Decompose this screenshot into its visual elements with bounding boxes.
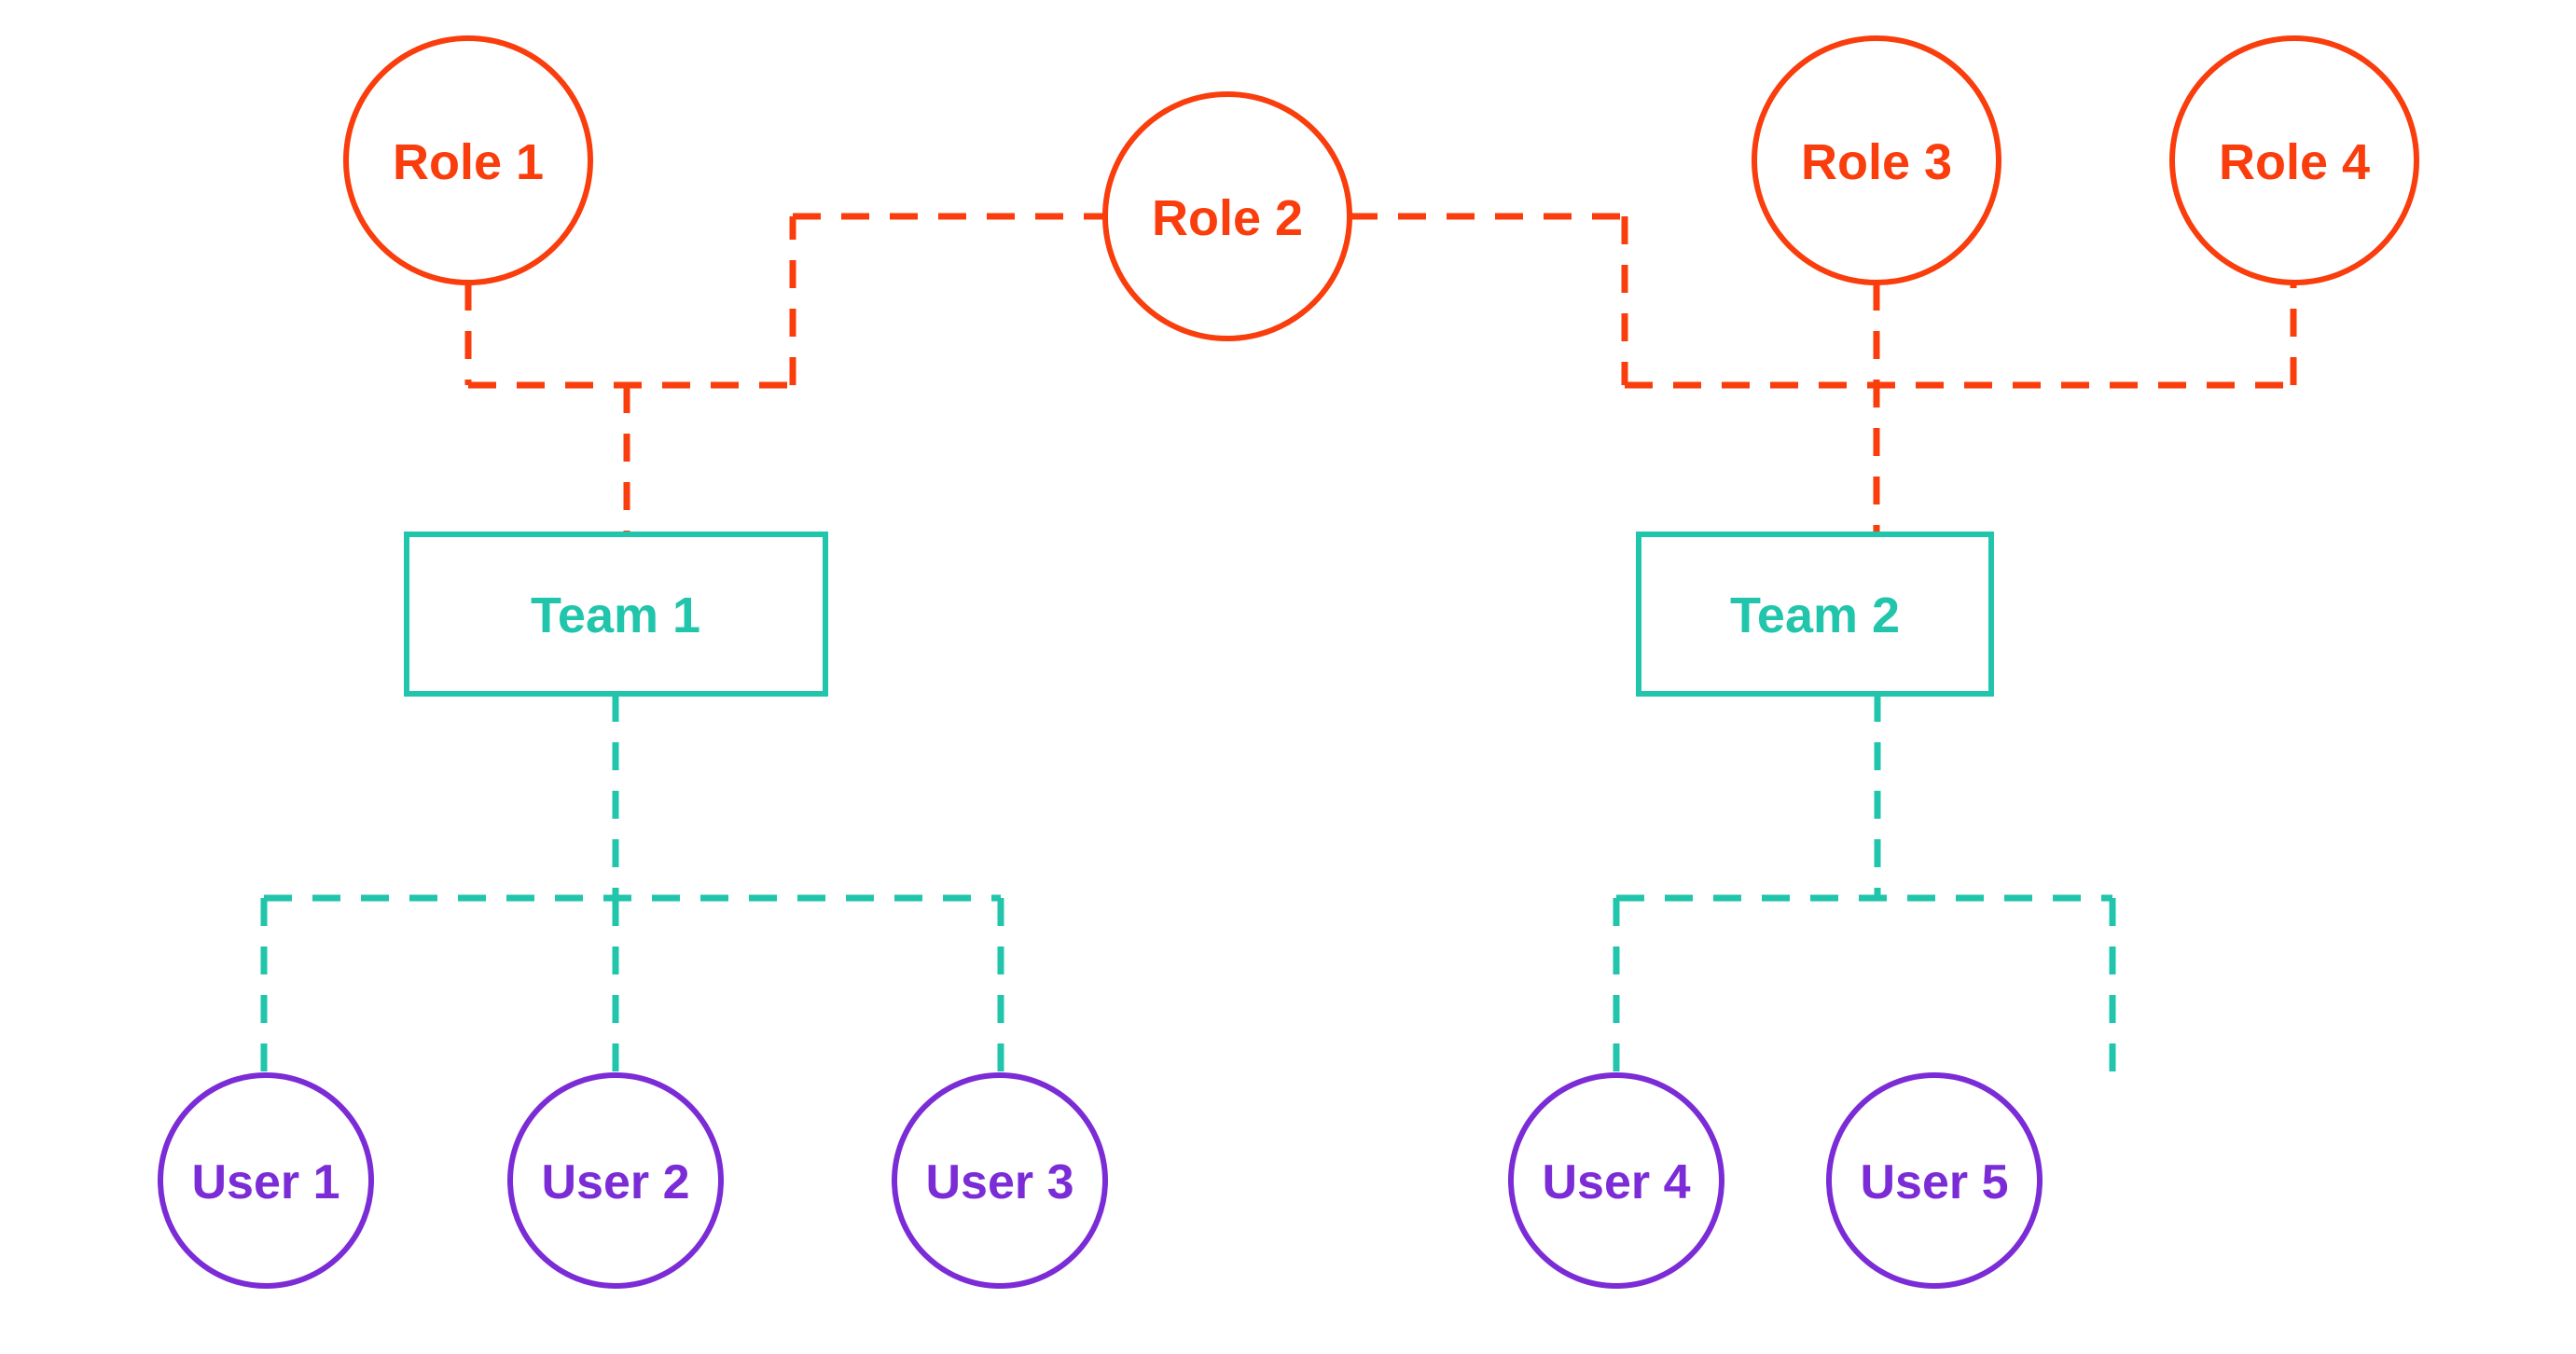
node-user4[interactable]: User 4 (1508, 1072, 1724, 1289)
roles-group: Role 1 Role 2 Role 3 Role 4 (343, 35, 2419, 341)
user2-label: User 2 (542, 1155, 690, 1209)
role1-label: Role 1 (393, 134, 544, 190)
teams-group: Team 1 Team 2 (404, 532, 1994, 697)
node-user2[interactable]: User 2 (507, 1072, 724, 1289)
team1-box[interactable] (404, 532, 828, 697)
node-role4[interactable]: Role 4 (2169, 35, 2419, 285)
edge-team2-users (1613, 694, 2116, 1075)
node-role3[interactable]: Role 3 (1752, 35, 2001, 285)
role3-circle[interactable] (1752, 35, 2001, 285)
team1-label: Team 1 (531, 587, 700, 643)
node-user3[interactable]: User 3 (892, 1072, 1108, 1289)
role-edges-group (464, 213, 2297, 534)
node-user5[interactable]: User 5 (1826, 1072, 2043, 1289)
role1-circle[interactable] (343, 35, 593, 285)
role2-label: Role 2 (1152, 190, 1303, 246)
role4-label: Role 4 (2219, 134, 2370, 190)
role2-circle[interactable] (1102, 91, 1352, 341)
team2-label: Team 2 (1730, 587, 1900, 643)
role4-circle[interactable] (2169, 35, 2419, 285)
edge-role1-team1 (464, 213, 1105, 534)
user5-circle[interactable] (1826, 1072, 2043, 1289)
user2-circle[interactable] (507, 1072, 724, 1289)
user3-circle[interactable] (892, 1072, 1108, 1289)
user4-label: User 4 (1543, 1155, 1691, 1209)
team2-box[interactable] (1636, 532, 1994, 697)
node-role2[interactable]: Role 2 (1102, 91, 1352, 341)
node-team2[interactable]: Team 2 (1636, 532, 1994, 697)
team-edges-group (260, 694, 2116, 1075)
node-team1[interactable]: Team 1 (404, 532, 828, 697)
user3-label: User 3 (926, 1155, 1074, 1209)
node-role1[interactable]: Role 1 (343, 35, 593, 285)
users-group: User 1 User 2 User 3 User 4 User 5 (158, 1072, 2043, 1289)
user1-circle[interactable] (158, 1072, 374, 1289)
user1-label: User 1 (192, 1155, 340, 1209)
role3-label: Role 3 (1801, 134, 1952, 190)
user5-label: User 5 (1861, 1155, 2009, 1209)
edge-team1-users (260, 694, 1004, 1075)
user4-circle[interactable] (1508, 1072, 1724, 1289)
node-user1[interactable]: User 1 (158, 1072, 374, 1289)
